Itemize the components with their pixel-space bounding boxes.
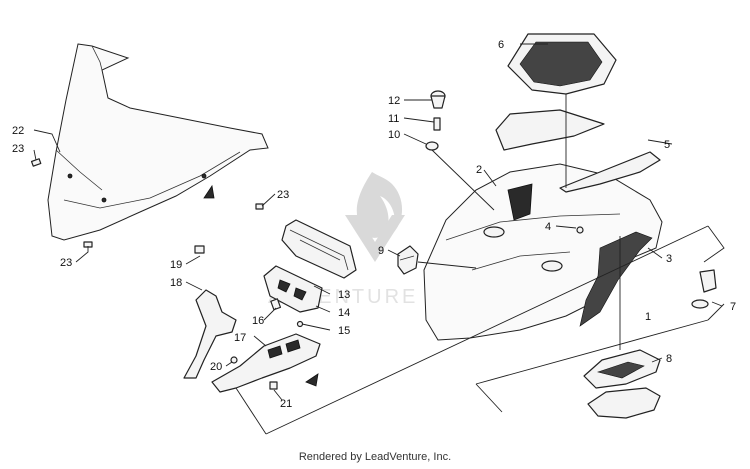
- callout-23-bottom: 23: [60, 257, 72, 269]
- side-panel-3-part[interactable]: [579, 231, 653, 327]
- gauge-cluster-part[interactable]: [281, 219, 357, 279]
- mount-bracket-17-part[interactable]: [211, 333, 321, 393]
- callout-labels: 1 2 3 4 5 6 7 8 9 10 11 12 13 14 15 16 1…: [12, 39, 736, 410]
- key-11-part[interactable]: [433, 117, 441, 131]
- step-pad-8-part[interactable]: [583, 349, 661, 419]
- screw-16-part[interactable]: [270, 298, 282, 311]
- callout-3: 3: [666, 253, 672, 265]
- grille-5-part[interactable]: [495, 109, 661, 193]
- callout-4: 4: [545, 221, 551, 233]
- callout-9: 9: [378, 245, 384, 257]
- footer-credit: Rendered by LeadVenture, Inc.: [298, 451, 452, 463]
- washer-15-part[interactable]: [296, 320, 304, 328]
- hood-vent: [507, 183, 533, 221]
- switch-9-part[interactable]: [397, 245, 419, 275]
- fuel-cap-7-part[interactable]: [691, 269, 717, 309]
- screw-23-right[interactable]: [255, 203, 264, 210]
- ring-10-part[interactable]: [425, 141, 439, 151]
- callout-6: 6: [498, 39, 504, 51]
- assembly-ref-line: [235, 387, 267, 435]
- callout-19: 19: [170, 259, 182, 271]
- callout-23-right: 23: [277, 189, 289, 201]
- callout-23-left: 23: [12, 143, 24, 155]
- callout-15: 15: [338, 325, 350, 337]
- callout-2: 2: [476, 164, 482, 176]
- windshield-hole: [201, 173, 207, 179]
- callout-20: 20: [210, 361, 222, 373]
- windshield-hole: [101, 197, 107, 203]
- callout-1: 1: [645, 311, 651, 323]
- hood-mount-hole: [483, 226, 505, 238]
- hood-part[interactable]: [423, 163, 663, 341]
- windshield-part[interactable]: [47, 43, 269, 241]
- assembly-ref-line: [475, 383, 503, 413]
- assembly-ref-line: [431, 149, 495, 211]
- callout-22: 22: [12, 125, 24, 137]
- callout-17: 17: [234, 332, 246, 344]
- nut-19-part[interactable]: [194, 245, 205, 254]
- direction-arrow-icon: [203, 184, 215, 199]
- callout-18: 18: [170, 277, 182, 289]
- assembly-ref-line: [265, 225, 709, 435]
- callout-11: 11: [388, 113, 399, 125]
- mount-bracket-18-part[interactable]: [183, 289, 237, 379]
- screw-20-part[interactable]: [230, 356, 238, 364]
- airbox-6-part[interactable]: [507, 33, 617, 95]
- direction-arrow-icon: [305, 373, 319, 387]
- leader-lines: [33, 43, 723, 401]
- assembly-ref-line: [707, 303, 725, 321]
- hood-mount-hole: [541, 260, 563, 272]
- windshield-hole: [67, 173, 73, 179]
- callout-7: 7: [730, 301, 736, 313]
- assembly-ref-line: [417, 261, 477, 269]
- callout-8: 8: [666, 353, 672, 365]
- callout-12: 12: [388, 95, 400, 107]
- callout-14: 14: [338, 307, 350, 319]
- screw-21-part[interactable]: [269, 381, 278, 390]
- callout-16: 16: [252, 315, 264, 327]
- screw-23-left[interactable]: [30, 158, 42, 167]
- callout-21: 21: [280, 398, 292, 410]
- fastener-4-part[interactable]: [576, 226, 584, 234]
- callout-10: 10: [388, 129, 400, 141]
- assembly-ref-line: [475, 319, 709, 385]
- assembly-ref-line: [703, 225, 725, 263]
- callout-13: 13: [338, 289, 350, 301]
- callout-5: 5: [664, 139, 670, 151]
- ignition-key-12-part[interactable]: [430, 90, 446, 109]
